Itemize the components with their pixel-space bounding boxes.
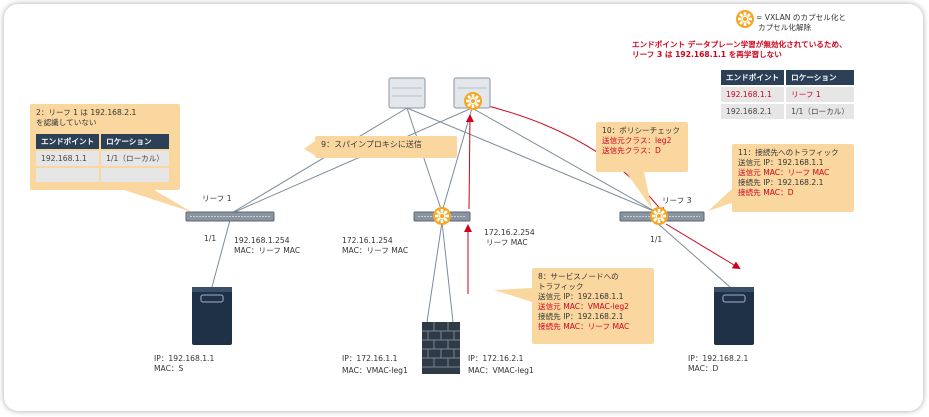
leaf3-endpoint-table: エンドポイント ロケーション 192.168.1.1 リーフ 1 192.168… [719, 68, 856, 121]
server-s-mac: MAC：S [154, 364, 184, 373]
server-s-icon [192, 287, 232, 345]
firewall-mac-1: MAC：VMAC-leg1 [342, 366, 408, 375]
leaf1-callout-line-2: を認識していない [36, 118, 97, 127]
table-header: エンドポイント [721, 70, 785, 85]
leaf2-mac-1: MAC：リーフ MAC [342, 246, 409, 255]
spine-callout-pointer [304, 140, 316, 156]
policy-callout-pointer [626, 172, 652, 209]
leaf1-endpoint-table: エンドポイント ロケーション 192.168.1.1 1/1（ローカル） [34, 132, 171, 184]
server-d-ip: IP：192.168.2.1 [688, 354, 749, 363]
table-row: 192.168.1.1 1/1（ローカル） [36, 151, 169, 166]
table-cell: 192.168.2.1 [721, 104, 785, 119]
server-d-icon [714, 287, 754, 345]
server-s-ip: IP：192.168.1.1 [154, 354, 215, 363]
service-line-1: 8：サービスノードへの [538, 272, 619, 281]
leaf3-traffic-dst-mac: 接続先 MAC：D [738, 188, 794, 197]
table-cell [36, 168, 100, 182]
service-dst-ip: 接続先 IP：192.168.2.1 [538, 312, 624, 321]
table-cell: 1/1（ローカル） [786, 104, 854, 119]
service-src-mac: 送信元 MAC：VMAC-leg2 [538, 302, 629, 311]
leaf1-port: 1/1 [204, 234, 217, 243]
firewall-icon [422, 322, 460, 374]
service-dst-mac: 接続先 MAC：リーフ MAC [538, 322, 630, 331]
leaf1-callout-line-1: 2：リーフ 1 は 192.168.2.1 [36, 108, 137, 117]
spine-proxy-callout: 9：スパインプロキシに送信 [315, 136, 457, 158]
firewall-ip-2: IP：172.16.2.1 [468, 354, 524, 363]
table-header: ロケーション [786, 70, 854, 85]
leaf3-traffic-dst-ip: 接続先 IP：192.168.2.1 [738, 178, 824, 187]
service-node-callout: 8：サービスノードへの トラフィック 送信元 IP：192.168.1.1 送信… [532, 268, 654, 344]
leaf3-port: 1/1 [650, 235, 663, 244]
firewall-mac-2: MAC：VMAC-leg1 [468, 366, 534, 375]
table-row [36, 168, 169, 182]
leaf1-callout: 2：リーフ 1 は 192.168.2.1 を認識していない エンドポイント ロ… [30, 104, 180, 190]
policy-line-2: 送信元クラス：leg2 [602, 136, 672, 145]
vxlan-leaf3-icon [650, 207, 668, 225]
policy-line-1: 10：ポリシーチェック [602, 126, 681, 135]
server-d-mac: MAC：D [688, 364, 719, 373]
leaf1-name: リーフ 1 [202, 194, 232, 203]
legend-line-1: = VXLAN のカプセル化と [756, 13, 847, 22]
leaf2-ip-1: 172.16.1.254 [342, 236, 393, 245]
table-cell: 192.168.1.1 [36, 151, 100, 166]
leaf-1-switch [185, 211, 275, 222]
leaf3-traffic-pointer [708, 189, 732, 211]
leaf3-traffic-callout: 11：接続先へのトラフィック 送信元 IP：192.168.1.1 送信元 MA… [732, 144, 854, 212]
table-cell: リーフ 1 [786, 87, 854, 102]
policy-line-3: 送信先クラス：D [602, 146, 661, 155]
service-src-ip: 送信元 IP：192.168.1.1 [538, 292, 624, 301]
table-cell: 192.168.1.1 [721, 87, 785, 102]
table-row: 192.168.2.1 1/1（ローカル） [721, 104, 854, 119]
vxlan-legend-icon [736, 10, 754, 28]
spine-callout-text: 9：スパインプロキシに送信 [321, 140, 422, 149]
network-topology [124, 10, 754, 374]
leaf3-traffic-src-mac: 送信元 MAC：リーフ MAC [738, 168, 830, 177]
leaf2-mac-2: リーフ MAC [486, 238, 528, 247]
leaf3-name: リーフ 3 [662, 196, 692, 205]
policy-check-callout: 10：ポリシーチェック 送信元クラス：leg2 送信先クラス：D [596, 122, 688, 172]
service-callout-pointer [494, 288, 532, 302]
note-line-2: リーフ 3 は 192.168.1.1 を再学習しない [632, 50, 782, 59]
service-line-2: トラフィック [538, 282, 584, 291]
diagram-frame: = VXLAN のカプセル化と カプセル化解除 エンドポイント データプレーン学… [4, 4, 923, 411]
note-line-1: エンドポイント データプレーン学習が無効化されているため、 [632, 40, 847, 49]
table-header: ロケーション [101, 134, 169, 149]
legend-line-2: カプセル化解除 [758, 23, 812, 32]
table-cell [101, 168, 169, 182]
fabric-links [211, 107, 731, 323]
table-row: 192.168.1.1 リーフ 1 [721, 87, 854, 102]
leaf3-traffic-title: 11：接続先へのトラフィック [738, 148, 839, 157]
vxlan-leaf2-icon [433, 207, 451, 225]
table-header: エンドポイント [36, 134, 100, 149]
leaf1-ip: 192.168.1.254 [234, 236, 290, 245]
vxlan-spine-icon [464, 92, 482, 110]
spine-1 [388, 77, 426, 109]
leaf3-traffic-src-ip: 送信元 IP：192.168.1.1 [738, 158, 824, 167]
leaf2-ip-2: 172.16.2.254 [484, 228, 535, 237]
leaf1-mac: MAC：リーフ MAC [234, 246, 301, 255]
leaf1-callout-pointer [124, 190, 192, 212]
table-cell: 1/1（ローカル） [101, 151, 169, 166]
firewall-ip-1: IP：172.16.1.1 [342, 354, 398, 363]
